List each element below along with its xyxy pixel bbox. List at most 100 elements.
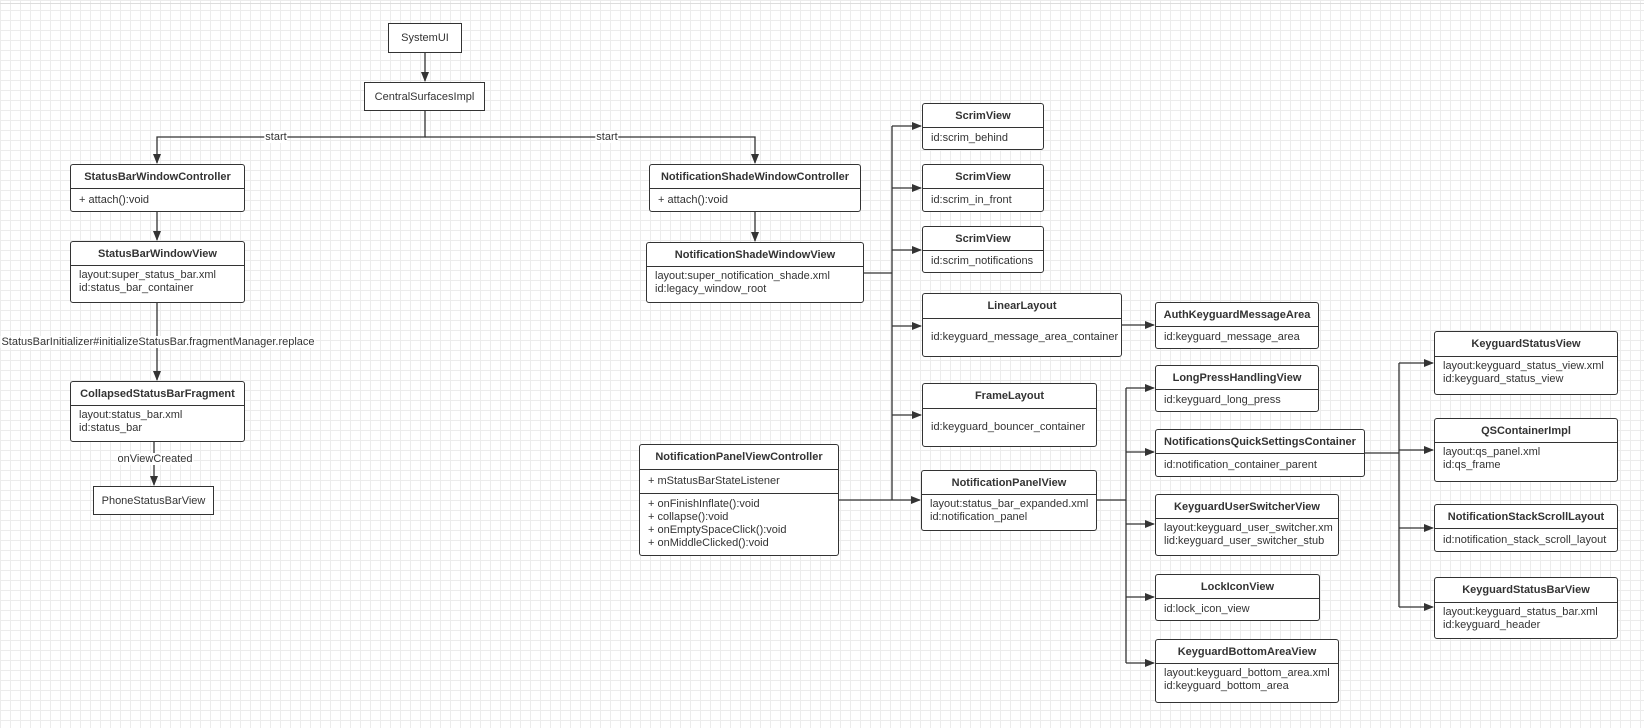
node-title: NotificationsQuickSettingsContainer <box>1156 430 1364 454</box>
node-member: + mStatusBarStateListener <box>648 475 780 487</box>
node-member: id:keyguard_bottom_area <box>1164 680 1289 692</box>
class-node-nqsc[interactable]: NotificationsQuickSettingsContainer id:no… <box>1155 429 1365 477</box>
node-member: lid:keyguard_user_switcher_stub <box>1164 535 1325 547</box>
node-title: KeyguardUserSwitcherView <box>1156 495 1338 519</box>
class-node-npvc[interactable]: NotificationPanelViewController + mStatus… <box>639 444 839 556</box>
class-node-central[interactable]: CentralSurfacesImpl <box>364 82 485 111</box>
node-section: id:keyguard_message_area_container <box>923 319 1121 356</box>
node-member: layout:super_status_bar.xml <box>79 269 216 281</box>
node-title: QSContainerImpl <box>1435 419 1617 443</box>
node-member: id:keyguard_header <box>1443 619 1541 631</box>
node-member: id:legacy_window_root <box>655 283 767 295</box>
node-section: + mStatusBarStateListener <box>640 470 838 493</box>
node-member: id:status_bar <box>79 422 142 434</box>
node-member: + attach():void <box>658 193 729 206</box>
node-section: id:lock_icon_view <box>1156 599 1319 620</box>
node-title: CollapsedStatusBarFragment <box>71 382 244 406</box>
edge-label-start-left: start <box>264 131 288 143</box>
node-member: + onEmptySpaceClick():void <box>648 524 787 536</box>
node-title: LockIconView <box>1156 575 1319 599</box>
node-section: id:keyguard_long_press <box>1156 390 1318 411</box>
class-node-linear[interactable]: LinearLayout id:keyguard_message_area_con… <box>922 293 1122 357</box>
node-title: ScrimView <box>923 165 1043 189</box>
node-section: + onFinishInflate():void+ collapse():voi… <box>640 493 838 554</box>
node-member: id:notification_panel <box>930 511 1028 523</box>
node-title: StatusBarWindowController <box>71 165 244 189</box>
node-title: CentralSurfacesImpl <box>374 90 475 103</box>
node-member: id:keyguard_message_area_container <box>931 331 1119 343</box>
node-title: NotificationPanelViewController <box>640 445 838 470</box>
class-node-scrim1[interactable]: ScrimView id:scrim_behind <box>922 103 1044 150</box>
node-title: StatusBarWindowView <box>71 242 244 266</box>
class-node-sbwc[interactable]: StatusBarWindowController+ attach():void <box>70 164 245 212</box>
edge-central-sbwc <box>153 111 426 164</box>
node-member: + onFinishInflate():void <box>648 498 760 510</box>
node-title: KeyguardStatusView <box>1435 332 1617 357</box>
edge-central-nswc <box>425 136 759 164</box>
node-title: NotificationPanelView <box>922 471 1096 495</box>
edge-label-start-right: start <box>595 131 619 143</box>
node-member: id:scrim_in_front <box>931 193 1012 206</box>
node-member: + collapse():void <box>648 511 729 523</box>
node-section: id:keyguard_bouncer_container <box>923 409 1096 446</box>
class-node-scrim2[interactable]: ScrimView id:scrim_in_front <box>922 164 1044 212</box>
node-member: id:scrim_behind <box>931 132 1009 144</box>
node-section: id:scrim_in_front <box>923 189 1043 211</box>
node-member: id:keyguard_status_view <box>1443 373 1564 385</box>
node-member: layout:qs_panel.xml <box>1443 446 1541 458</box>
node-title: PhoneStatusBarView <box>101 494 206 507</box>
node-member: layout:keyguard_status_view.xml <box>1443 360 1604 372</box>
node-title: ScrimView <box>923 104 1043 128</box>
node-section: id:scrim_behind <box>923 128 1043 149</box>
edge-label-on-view-created: onViewCreated <box>116 453 194 465</box>
node-member: + onMiddleClicked():void <box>648 537 769 549</box>
node-member: id:keyguard_bouncer_container <box>931 421 1086 433</box>
node-title: KeyguardStatusBarView <box>1435 578 1617 603</box>
node-section: + attach():void <box>650 189 860 211</box>
canvas-top-border <box>0 3 1644 4</box>
node-title: KeyguardBottomAreaView <box>1156 640 1338 664</box>
node-member: id:notification_stack_scroll_layout <box>1443 533 1607 546</box>
class-node-nswc[interactable]: NotificationShadeWindowController+ attac… <box>649 164 861 212</box>
node-member: id:qs_frame <box>1443 459 1501 471</box>
node-member: layout:super_notification_shade.xml <box>655 270 830 282</box>
class-node-nssl[interactable]: NotificationStackScrollLayout id:notifica… <box>1434 504 1618 552</box>
node-title: NotificationStackScrollLayout <box>1435 505 1617 529</box>
node-section: id:notification_stack_scroll_layout <box>1435 529 1617 551</box>
node-member: layout:keyguard_status_bar.xml <box>1443 606 1598 618</box>
class-node-psbv[interactable]: PhoneStatusBarView <box>93 486 214 515</box>
class-node-systemui[interactable]: SystemUI <box>388 23 462 53</box>
node-member: layout:status_bar_expanded.xml <box>930 498 1089 510</box>
node-title: NotificationShadeWindowView <box>647 243 863 267</box>
node-member: id:notification_container_parent <box>1164 458 1317 471</box>
node-title: LinearLayout <box>923 294 1121 319</box>
node-member: id:status_bar_container <box>79 282 194 294</box>
node-member: layout:keyguard_bottom_area.xml <box>1164 667 1330 679</box>
node-title: LongPressHandlingView <box>1156 366 1318 390</box>
node-member: layout:keyguard_user_switcher.xm <box>1164 522 1333 534</box>
